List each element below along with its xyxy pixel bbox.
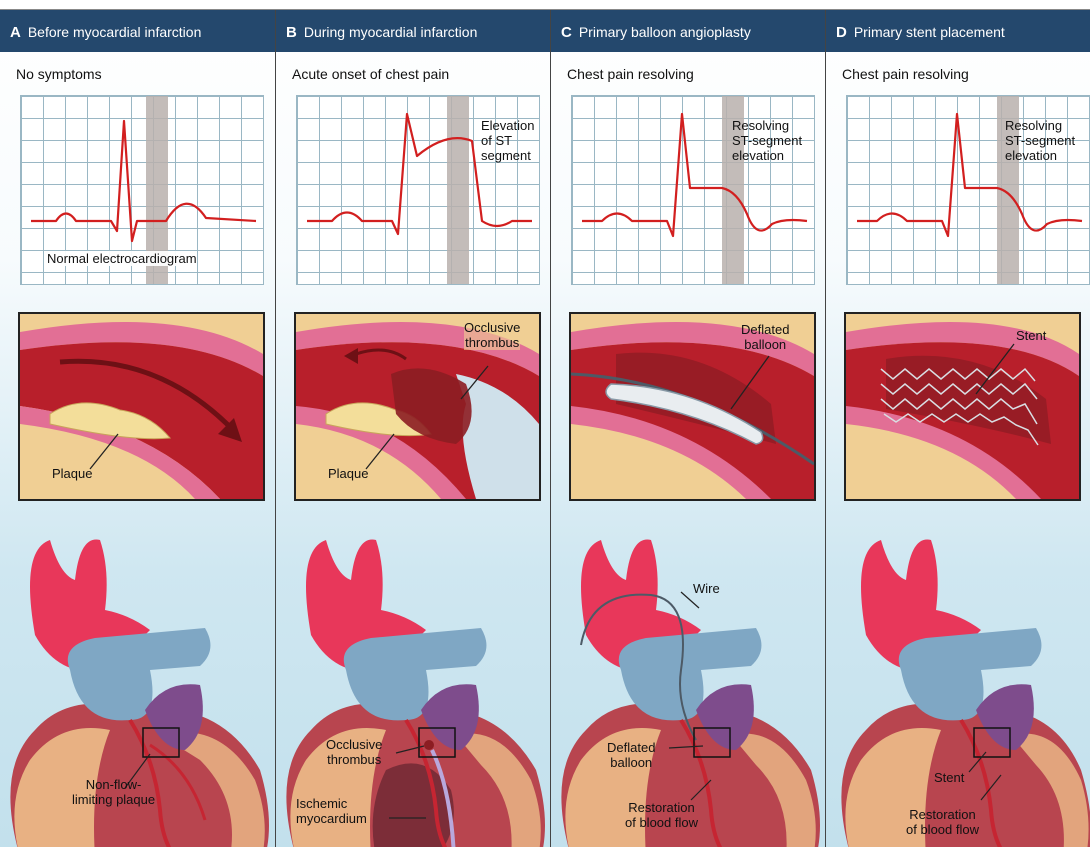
- panel-header: C Primary balloon angioplasty: [551, 10, 826, 52]
- heart-label-wire: Wire: [693, 581, 720, 596]
- artery-cross-section: Stent: [844, 312, 1081, 501]
- top-rule: [0, 0, 1090, 10]
- panel-letter: D: [836, 24, 847, 41]
- heart-label-restoration: Restoration of blood flow: [625, 800, 698, 830]
- panel-letter: C: [561, 24, 572, 41]
- panel-title: Before myocardial infarction: [28, 24, 202, 40]
- artery-label: Plaque: [328, 466, 368, 481]
- ecg-chart: Normal electrocardiogram: [20, 95, 264, 285]
- ecg-chart: Resolving ST-segment elevation: [846, 95, 1090, 285]
- artery-label: Plaque: [52, 466, 92, 481]
- heart-label-ischemic: Ischemic myocardium: [296, 796, 367, 826]
- panel-letter: B: [286, 24, 297, 41]
- artery-cross-section: Plaque: [18, 312, 265, 501]
- ecg-label: Resolving ST-segment elevation: [1005, 118, 1075, 163]
- panel-a: A Before myocardial infarction No symptom…: [0, 10, 275, 847]
- heart-label: Occlusive thrombus: [326, 737, 382, 767]
- st-band: [447, 96, 469, 284]
- panel-header: D Primary stent placement: [826, 10, 1090, 52]
- artery-cross-section: Plaque Occlusive thrombus: [294, 312, 541, 501]
- panel-c: C Primary balloon angioplasty Chest pain …: [550, 10, 826, 847]
- artery-label: Stent: [1016, 328, 1046, 343]
- ecg-label: Normal electrocardiogram: [47, 251, 197, 266]
- heart-label: Deflated balloon: [607, 740, 655, 770]
- ecg-chart: Resolving ST-segment elevation: [571, 95, 815, 285]
- panel-d: D Primary stent placement Chest pain reso…: [825, 10, 1090, 847]
- panel-letter: A: [10, 24, 21, 41]
- symptom-text: Acute onset of chest pain: [292, 66, 449, 82]
- panel-title: During myocardial infarction: [304, 24, 478, 40]
- heart-illustration: [826, 520, 1090, 847]
- ecg-chart: Elevation of ST segment: [296, 95, 540, 285]
- panel-header: B During myocardial infarction: [276, 10, 551, 52]
- artery-label: Deflated balloon: [741, 322, 789, 352]
- panel-b: B During myocardial infarction Acute onse…: [275, 10, 551, 847]
- symptom-text: Chest pain resolving: [842, 66, 969, 82]
- panel-title: Primary balloon angioplasty: [579, 24, 751, 40]
- heart-illustration: [551, 520, 826, 847]
- heart-label: Stent: [934, 770, 964, 785]
- ecg-label: Resolving ST-segment elevation: [732, 118, 802, 163]
- heart-label: Non-flow- limiting plaque: [72, 777, 155, 807]
- symptom-text: No symptoms: [16, 66, 102, 82]
- panel-header: A Before myocardial infarction: [0, 10, 275, 52]
- ecg-waveform: [31, 121, 256, 241]
- heart-label-restoration: Restoration of blood flow: [906, 807, 979, 837]
- ecg-label: Elevation of ST segment: [481, 118, 534, 163]
- symptom-text: Chest pain resolving: [567, 66, 694, 82]
- artery-label-thrombus: Occlusive thrombus: [464, 320, 520, 350]
- panel-title: Primary stent placement: [854, 24, 1005, 40]
- artery-cross-section: Deflated balloon: [569, 312, 816, 501]
